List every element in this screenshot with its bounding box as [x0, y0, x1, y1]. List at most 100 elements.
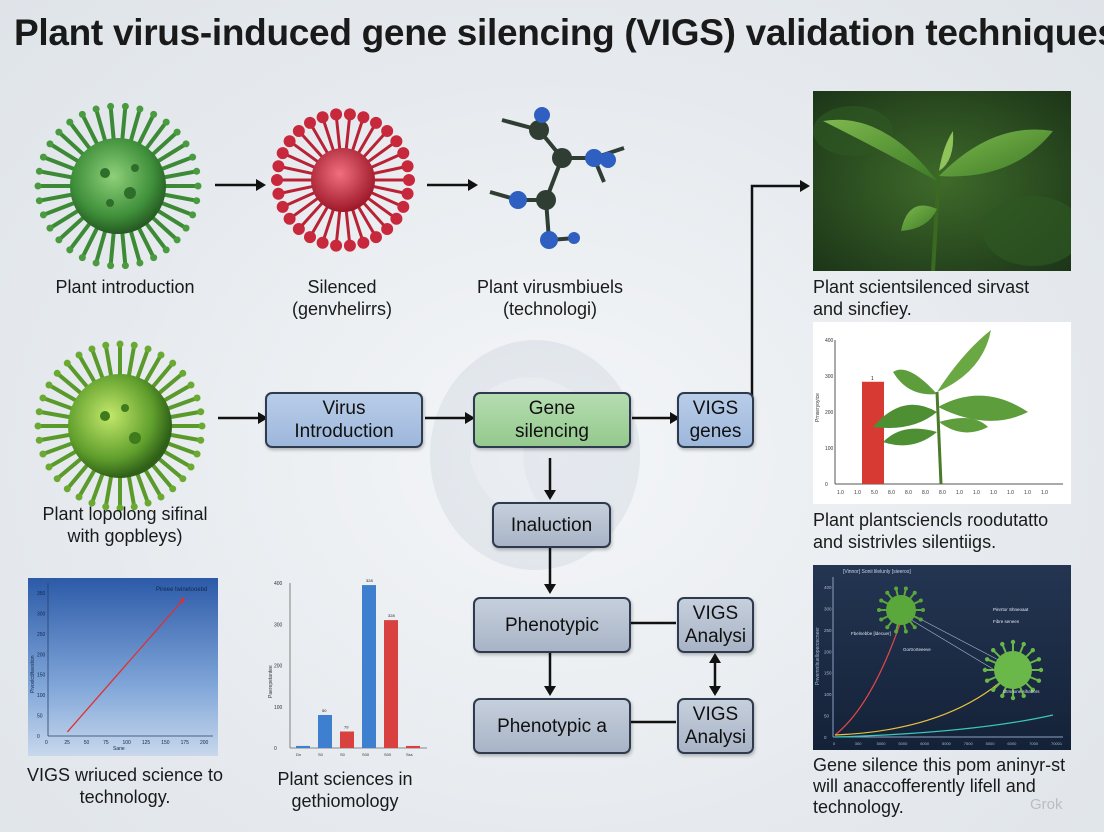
- virus-icon: [877, 586, 925, 634]
- chart4-title: [Vinnor] Sonii lilelunly [sieeros]: [843, 569, 911, 575]
- chart1-x-tick: 150: [161, 740, 170, 746]
- chart1-annotation: Pireee twinetooebd: [156, 587, 207, 593]
- chart4-x-tick: 7500: [964, 741, 974, 746]
- chart1-x-tick: 0: [45, 740, 48, 746]
- virus-spike: [321, 116, 336, 154]
- virus-spike-tip: [885, 625, 890, 630]
- virus-spike-tip: [292, 124, 305, 137]
- virus-spike-tip: [198, 422, 206, 430]
- virus-spike-tip: [1021, 641, 1026, 647]
- virus-spike: [367, 151, 404, 170]
- chart4-x-tick: 5000: [898, 741, 908, 746]
- green-virus-icon: [34, 102, 202, 270]
- virus-spike-tip: [921, 608, 925, 612]
- virus-spike-tip: [343, 239, 356, 252]
- virus-spike-tip: [272, 160, 285, 173]
- chart3-y-tick: 0: [825, 482, 828, 488]
- virus-spike-tip: [45, 381, 53, 389]
- virus-spike-tip: [283, 135, 296, 148]
- chart4-x-tick: 6000: [920, 741, 930, 746]
- virus-spike-tip: [55, 236, 63, 244]
- virus-spike: [297, 199, 326, 231]
- phenotypic-a-box[interactable]: Phenotypic a: [473, 698, 631, 754]
- chart4-x-tick: 5000: [877, 741, 887, 746]
- virus-spike-tip: [316, 236, 329, 249]
- virus-spike-tip: [63, 485, 71, 493]
- chart3-y-tick: 100: [825, 446, 834, 452]
- virus-spike-tip: [39, 153, 47, 161]
- chart4-annotation: Fbelnebbe [ldecuer]: [851, 631, 891, 636]
- virus-spike-tip: [144, 345, 152, 353]
- chart2-data-label: 79: [344, 725, 349, 730]
- virus-spike: [297, 129, 326, 161]
- inaluction-box[interactable]: Inaluction: [492, 502, 611, 548]
- chart4-x-tick: 7000: [1029, 741, 1039, 746]
- virus-spike: [344, 207, 352, 246]
- virus-spike-tip: [173, 128, 181, 136]
- dark-line-chart: [Vinnor] Sonii lilelunly [sieeros] Pnvem…: [815, 569, 1063, 746]
- virus-spike-tip: [35, 436, 43, 444]
- chart3-x-tick: 1.0: [990, 490, 997, 496]
- virus-spike: [288, 139, 322, 165]
- virus-spike-tip: [1036, 678, 1042, 683]
- virus-spike-tip: [390, 212, 403, 225]
- chart3-x-tick: 1.0: [956, 490, 963, 496]
- virus-spike-tip: [78, 110, 86, 118]
- chart4-x-tick: 5000: [986, 741, 996, 746]
- chart3-ylabel: Prnseryoyice: [815, 393, 821, 422]
- virus-spike-tip: [357, 236, 370, 249]
- blue-line-chart-panel: Pireee twinetooebd Pivoxlcd/teestion San…: [28, 578, 218, 756]
- chart4-x-tick: 70001: [1051, 741, 1063, 746]
- virus-spike-tip: [193, 167, 201, 175]
- chart2-x-tick: S0: [318, 752, 324, 757]
- virus-spike-tip: [984, 657, 990, 662]
- virus-spike-tip: [357, 111, 370, 124]
- chart1-x-tick: 125: [142, 740, 151, 746]
- virus-spike-tip: [276, 147, 289, 160]
- chart1-y-tick: 200: [37, 652, 46, 658]
- virus-spike-tip: [1010, 639, 1016, 645]
- virus-spike-tip: [272, 187, 285, 200]
- virus-spike-tip: [984, 678, 990, 683]
- virus-spike: [370, 164, 408, 176]
- virus-spike-tip: [45, 463, 53, 471]
- virus-spike-tip: [46, 224, 54, 232]
- chart3-y-tick: 300: [825, 374, 834, 380]
- chart2-bar: [296, 745, 310, 748]
- virus-spike-tip: [53, 475, 61, 483]
- chart2-data-label: 328: [366, 578, 373, 583]
- blue-line-chart: Pireee twinetooebd Pivoxlcd/teestion San…: [30, 583, 213, 752]
- virus-spike-tip: [189, 211, 197, 219]
- virus-spike-tip: [1000, 641, 1005, 647]
- virus-spike-tip: [193, 450, 201, 458]
- chart4-y-tick: 250: [824, 628, 832, 633]
- virus-spike-tip: [136, 259, 144, 267]
- virus-spike-tip: [918, 598, 923, 603]
- virus-spike-tip: [343, 108, 356, 121]
- virus-spike: [364, 195, 398, 221]
- virus-spike-tip: [102, 341, 110, 349]
- virus-spike-tip: [107, 262, 115, 270]
- chart1-arrowhead: [179, 596, 185, 604]
- chart2-data-label: 328: [388, 613, 395, 618]
- chart4-red-line: [834, 614, 904, 736]
- chart2-bar: [340, 731, 354, 748]
- chart4-y-tick: 100: [824, 692, 832, 697]
- chart2-x-tick: S0: [340, 752, 346, 757]
- chart1-y-tick: 0: [37, 734, 40, 740]
- phenotypic-box[interactable]: Phenotypic: [473, 597, 631, 653]
- chart2-y-tick: 100: [274, 705, 283, 711]
- virus-spike-tip: [390, 135, 403, 148]
- virus-spike: [308, 122, 331, 157]
- chart2-x-tick: Sss: [406, 752, 413, 757]
- virus-spike: [282, 190, 319, 209]
